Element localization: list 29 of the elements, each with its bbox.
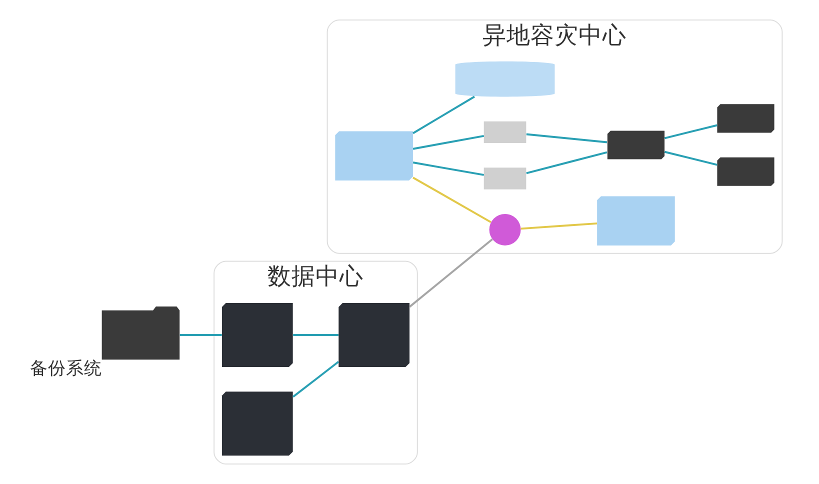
connector (664, 150, 717, 166)
cluster: 异地容灾中心 (326, 19, 782, 254)
node-box (483, 121, 526, 144)
node-box (221, 392, 292, 456)
connector (526, 151, 607, 174)
connector (292, 334, 338, 336)
node-box (334, 131, 412, 180)
connector (408, 238, 492, 308)
node-box (716, 157, 774, 186)
node-circle (488, 214, 520, 246)
connector (412, 162, 484, 176)
connector (526, 133, 607, 144)
connector (292, 361, 339, 398)
connector (179, 334, 222, 336)
connector (664, 124, 717, 140)
node-box (483, 168, 526, 190)
connector (412, 134, 484, 150)
connector (412, 176, 491, 224)
node-box (596, 196, 674, 246)
connector (412, 96, 474, 134)
cluster: 数据中心 (213, 260, 418, 465)
node-box (101, 306, 180, 360)
node-box (716, 104, 774, 133)
node-label: 备份系统 (29, 358, 102, 379)
node-cylinder (454, 61, 554, 97)
node-box (338, 303, 409, 368)
connector (520, 222, 597, 230)
node-box (606, 130, 664, 160)
node-box (221, 303, 292, 368)
